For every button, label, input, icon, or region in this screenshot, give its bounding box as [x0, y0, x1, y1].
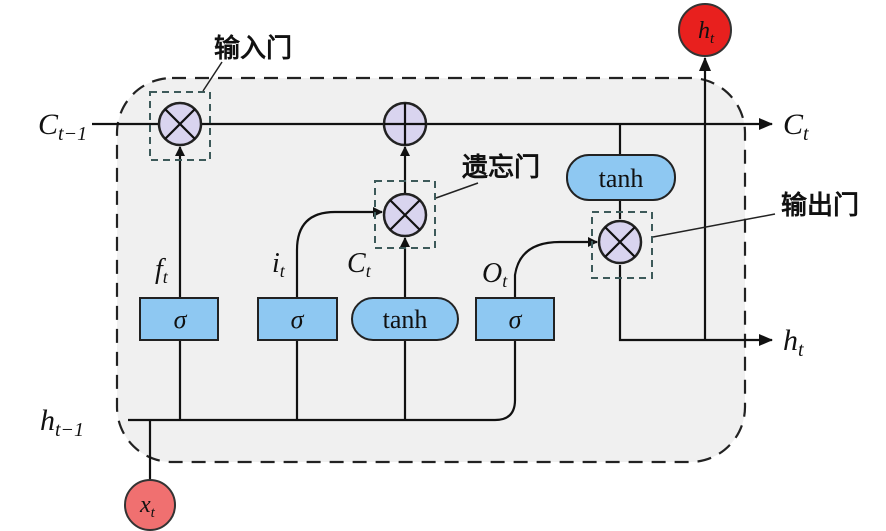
forget-gate-box: [374, 180, 436, 249]
o-arrow: [513, 237, 598, 298]
f-label: ft: [155, 254, 169, 287]
multiply-icon: [597, 219, 643, 265]
tanh-block-candidate: [351, 297, 459, 341]
c-candidate-label: Ct: [347, 248, 372, 281]
i-label: it: [272, 248, 286, 281]
input-gate-pointer: [202, 61, 223, 92]
tanh-label: tanh: [599, 164, 644, 193]
input-gate-label: 输入门: [214, 33, 292, 64]
c-prev-label: Ct−1: [38, 108, 87, 145]
sigma-block-input: [257, 297, 338, 341]
tanh-block-output: [566, 154, 676, 201]
h-prev-label: ht−1: [40, 404, 84, 441]
add-icon: [382, 101, 428, 147]
input-gate-box: [149, 91, 211, 161]
lstm-cell-boundary: [115, 76, 747, 464]
c-out-label: Ct: [783, 108, 809, 145]
sigma-label: σ: [291, 305, 305, 334]
x-input-node: [124, 479, 176, 531]
output-gate-label: 输出门: [781, 190, 859, 221]
sigma-label: σ: [509, 305, 523, 334]
output-gate-pointer: [652, 213, 776, 238]
hidden-state-bus: [128, 340, 517, 422]
multiply-icon: [157, 101, 203, 147]
output-gate-box: [591, 211, 653, 279]
h-output-node-label: ht: [698, 18, 715, 47]
x-input-node-label: xt: [139, 492, 156, 521]
tanh-label: tanh: [383, 305, 428, 334]
h-output-node: [678, 3, 732, 57]
forget-gate-pointer: [435, 182, 479, 199]
sigma-block-output: [475, 297, 555, 341]
h-out-label: ht: [783, 324, 804, 361]
forget-gate-label: 遗忘门: [462, 152, 540, 183]
multiply-icon: [382, 192, 428, 238]
sigma-label: σ: [174, 305, 188, 334]
sigma-block-forget: [139, 297, 219, 341]
i-arrow: [295, 207, 383, 298]
h-out-line: [618, 265, 773, 346]
o-label: Ot: [482, 258, 508, 291]
